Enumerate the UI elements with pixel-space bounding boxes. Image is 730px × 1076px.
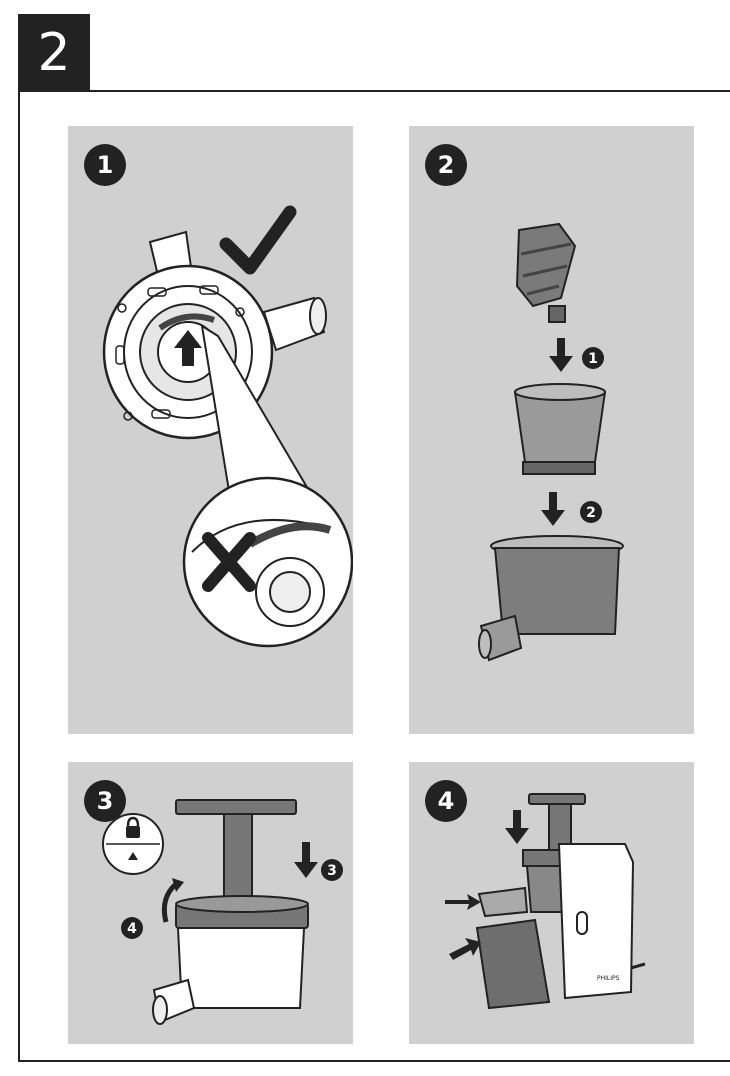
svg-text:4: 4	[127, 921, 137, 937]
zoom-circle	[184, 478, 352, 646]
panel-step-1: 1	[68, 126, 353, 734]
brand-label: PHILIPS	[597, 975, 620, 982]
arrow-down-icon	[505, 810, 529, 844]
pusher-cap	[176, 800, 296, 814]
pusher-cap	[529, 794, 585, 804]
pusher	[224, 814, 252, 904]
lock-icon	[126, 826, 140, 838]
pulp-container	[479, 888, 527, 916]
strainer	[515, 392, 605, 462]
bottom-rule	[18, 1060, 730, 1062]
svg-text:2: 2	[586, 505, 596, 521]
panel-step-2: 1 2 2	[409, 126, 694, 734]
juicer-body	[178, 928, 304, 1008]
arrow-right-icon	[449, 938, 481, 960]
illustration-assembly-sequence: 1 2	[409, 126, 694, 734]
panel-step-4: PHILIPS 4	[409, 762, 694, 1044]
juice-jug	[477, 920, 549, 1008]
arrow-down-icon	[549, 338, 573, 372]
step-badge-2: 2	[425, 144, 467, 186]
svg-text:1: 1	[588, 351, 598, 367]
motor-base	[559, 844, 633, 998]
left-rule	[18, 90, 20, 1062]
step-badge-3: 3	[84, 780, 126, 822]
section-number-tab: 2	[18, 14, 90, 92]
step-badge-1: 1	[84, 144, 126, 186]
checkmark-icon	[226, 212, 290, 268]
illustration-housing-outlet-check	[68, 126, 353, 734]
arrow-down-icon	[541, 492, 565, 526]
svg-text:3: 3	[327, 863, 337, 879]
arrow-down-icon	[294, 842, 318, 878]
panel-step-3: 3 4 3	[68, 762, 353, 1044]
arrow-right-icon	[445, 894, 481, 910]
rotate-arrow-icon	[164, 884, 176, 922]
power-switch	[577, 912, 587, 934]
step-badge-4: 4	[425, 780, 467, 822]
section-number: 2	[37, 23, 70, 83]
top-rule	[18, 90, 730, 92]
